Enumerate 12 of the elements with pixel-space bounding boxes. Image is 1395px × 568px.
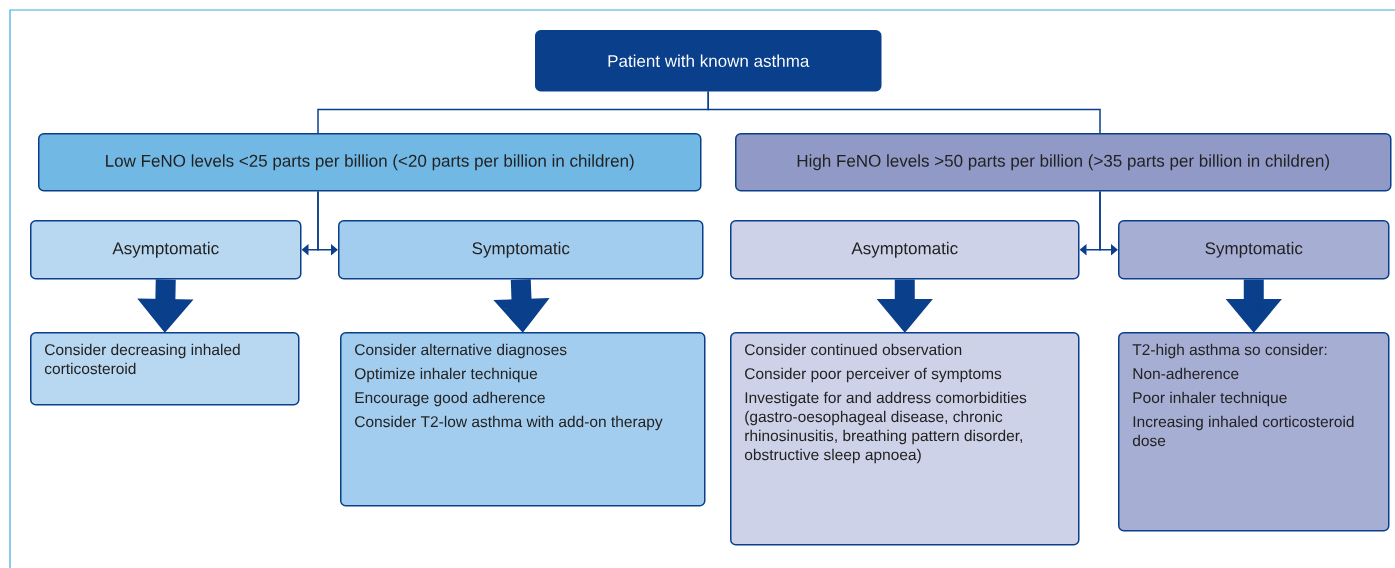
category-box: Symptomatic (338, 220, 704, 280)
action-box: Consider alternative diagnoses Optimize inhaler technique Encourage good adherence Consider T2-low asthma with add-on therapy (340, 332, 706, 507)
start-box: Patient with known asthma (535, 30, 882, 92)
action-box: Consider continued observation Consider poor perceiver of symptoms Investigate for and address comorbidities (gastro-oesophageal disease, chronic rhinosinusitis, breathing pattern disorder, obstructive sleep apnoea) (730, 332, 1080, 546)
criteria-box: High FeNO levels >50 parts per billion (>35 parts per billion in children) (735, 133, 1392, 192)
connector-line (707, 90, 1101, 134)
category-box: Asymptomatic (30, 220, 302, 280)
action-box: T2-high asthma so consider: Non-adherence Poor inhaler technique Increasing inhaled corticosteroid dose (1118, 332, 1390, 532)
action-box: Consider decreasing inhaled corticosteroid (30, 332, 300, 406)
category-box: Symptomatic (1118, 220, 1390, 280)
criteria-box: Low FeNO levels <25 parts per billion (<20 parts per billion in children) (38, 133, 702, 192)
category-box: Asymptomatic (730, 220, 1080, 280)
